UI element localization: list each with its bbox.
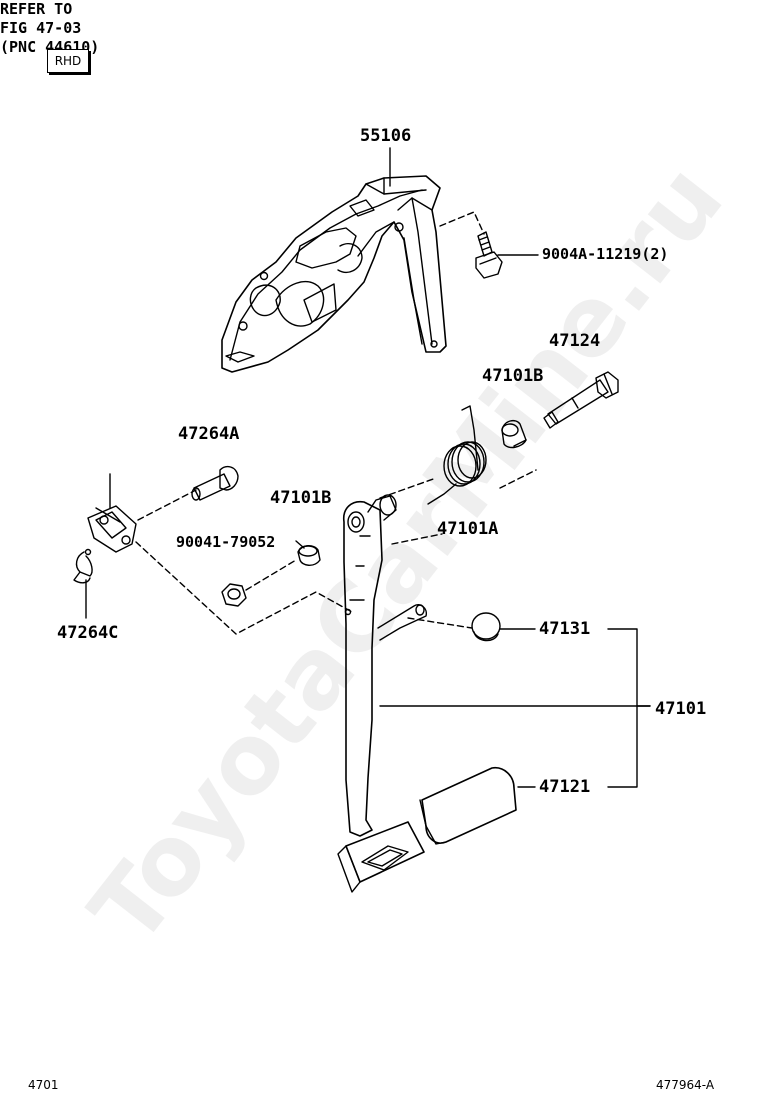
bushing-left: [297, 545, 321, 566]
label-47101b-left: 47101B: [270, 488, 332, 508]
bracket-bolt: [475, 231, 503, 279]
retaining-clip: [73, 548, 93, 584]
label-55106: 55106: [360, 126, 412, 146]
dashed-guides: [135, 211, 537, 635]
label-47264c: 47264C: [57, 623, 119, 643]
label-9004a-11219: 9004A-11219(2): [542, 245, 669, 263]
drawing-id: 477964-A: [656, 1078, 715, 1092]
label-90041-79052: 90041-79052: [176, 533, 276, 551]
stopper-cushion: [471, 612, 501, 642]
brake-pedal-arm: [337, 494, 428, 893]
pedal-bolt: [543, 371, 619, 429]
nut: [221, 583, 247, 607]
label-47101: 47101: [655, 699, 707, 719]
reference-line-2: FIG 47-03: [0, 19, 82, 37]
label-47264a: 47264A: [178, 424, 240, 444]
return-spring: [427, 405, 487, 505]
label-47101b-right: 47101B: [482, 366, 544, 386]
clevis-pin: [191, 465, 239, 501]
label-47101a: 47101A: [437, 519, 499, 539]
label-47124: 47124: [549, 331, 601, 351]
clevis: [87, 505, 137, 553]
rhd-badge: RHD: [47, 49, 89, 73]
leader-lines: [85, 147, 651, 788]
bushing-right: [501, 419, 527, 449]
figure-number: 4701: [28, 1078, 59, 1092]
label-47131: 47131: [539, 619, 591, 639]
label-47121: 47121: [539, 777, 591, 797]
pedal-bracket: [221, 175, 447, 373]
pedal-pad: [419, 766, 517, 845]
reference-line-1: REFER TO: [0, 0, 73, 18]
